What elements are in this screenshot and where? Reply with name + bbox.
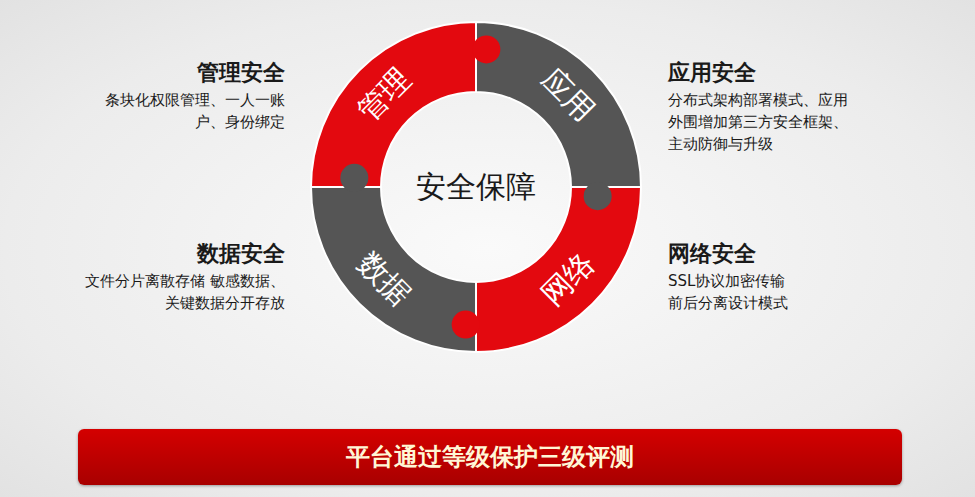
section-heading: 数据安全 bbox=[197, 241, 285, 267]
management-segment: 管理 bbox=[311, 22, 476, 187]
section-heading: 管理安全 bbox=[197, 60, 285, 86]
section-heading: 应用安全 bbox=[668, 60, 756, 86]
ring-segment-path bbox=[311, 187, 476, 352]
ring-segment-path bbox=[311, 22, 476, 187]
puzzle-tab bbox=[584, 182, 612, 210]
center-title: 安全保障 bbox=[416, 172, 536, 202]
network-segment: 网络 bbox=[476, 187, 641, 352]
puzzle-tab bbox=[340, 164, 368, 192]
section-description: SSL协议加密传输 前后分离设计模式 bbox=[668, 271, 812, 315]
section-description: 条块化权限管理、一人一账 户、身份绑定 bbox=[96, 90, 285, 134]
puzzle-tab bbox=[472, 35, 500, 63]
section-heading: 网络安全 bbox=[668, 241, 756, 267]
result-banner: 平台通过等级保护三级评测 bbox=[78, 429, 902, 485]
section-description: 分布式架构部署模式、应用 外围增加第三方安全框架、 主动防御与升级 bbox=[668, 90, 857, 155]
puzzle-tab bbox=[452, 311, 480, 339]
ring-segment-path bbox=[476, 22, 641, 187]
ring-segment-path bbox=[476, 187, 641, 352]
banner-text: 平台通过等级保护三级评测 bbox=[346, 445, 634, 469]
data-segment: 数据 bbox=[311, 187, 476, 352]
section-description: 文件分片离散存储 敏感数据、关键数据分开存放 bbox=[81, 271, 285, 315]
application-segment: 应用 bbox=[476, 22, 641, 187]
